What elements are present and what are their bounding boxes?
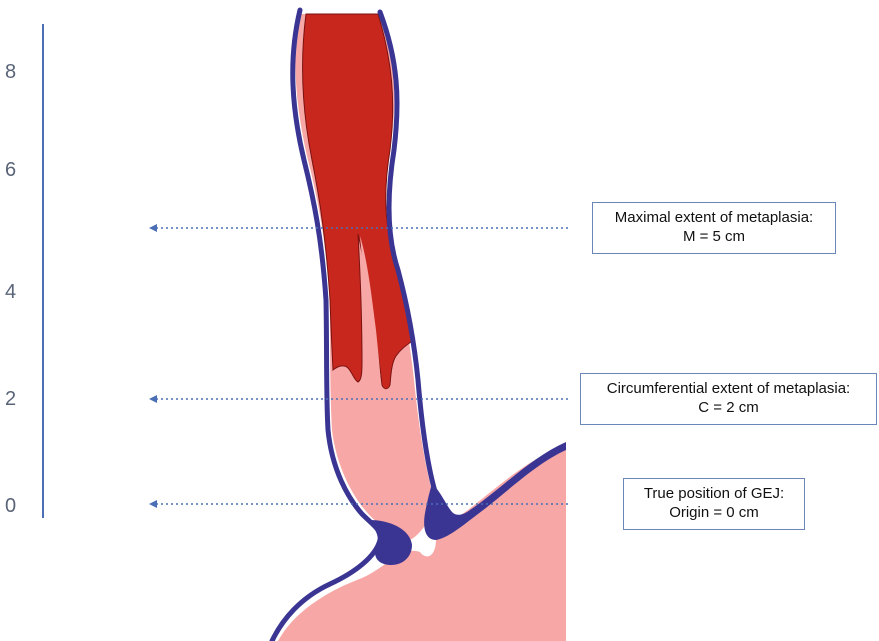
label-circumferential-line1: Circumferential extent of metaplasia:	[590, 379, 867, 398]
label-circumferential-line2: C = 2 cm	[590, 398, 867, 417]
label-gej-position: True position of GEJ: Origin = 0 cm	[623, 478, 805, 530]
label-maximal-line2: M = 5 cm	[602, 227, 826, 246]
label-gej-line2: Origin = 0 cm	[633, 503, 795, 522]
label-maximal-line1: Maximal extent of metaplasia:	[602, 208, 826, 227]
label-circumferential-extent: Circumferential extent of metaplasia: C …	[580, 373, 877, 425]
label-gej-line1: True position of GEJ:	[633, 484, 795, 503]
label-maximal-extent: Maximal extent of metaplasia: M = 5 cm	[592, 202, 836, 254]
